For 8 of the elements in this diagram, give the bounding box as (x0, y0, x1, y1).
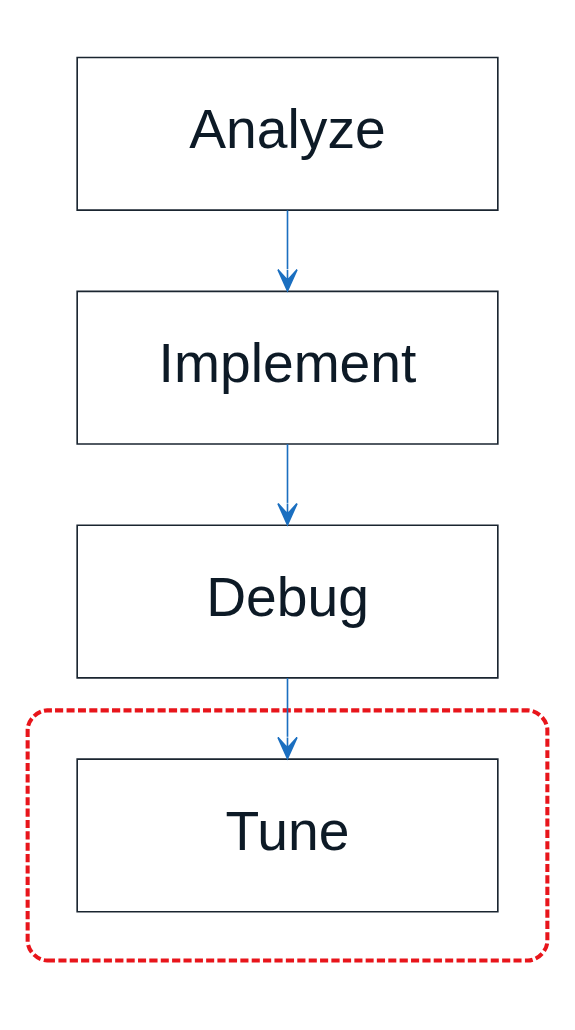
node-box: Analyze (76, 56, 499, 211)
node-box: Tune (76, 757, 499, 913)
node-box: Implement (76, 290, 499, 445)
cluster (25, 707, 550, 963)
node-box: Debug (76, 523, 499, 679)
arrow (277, 209, 298, 292)
arrow (277, 442, 298, 525)
arrow (277, 676, 298, 759)
